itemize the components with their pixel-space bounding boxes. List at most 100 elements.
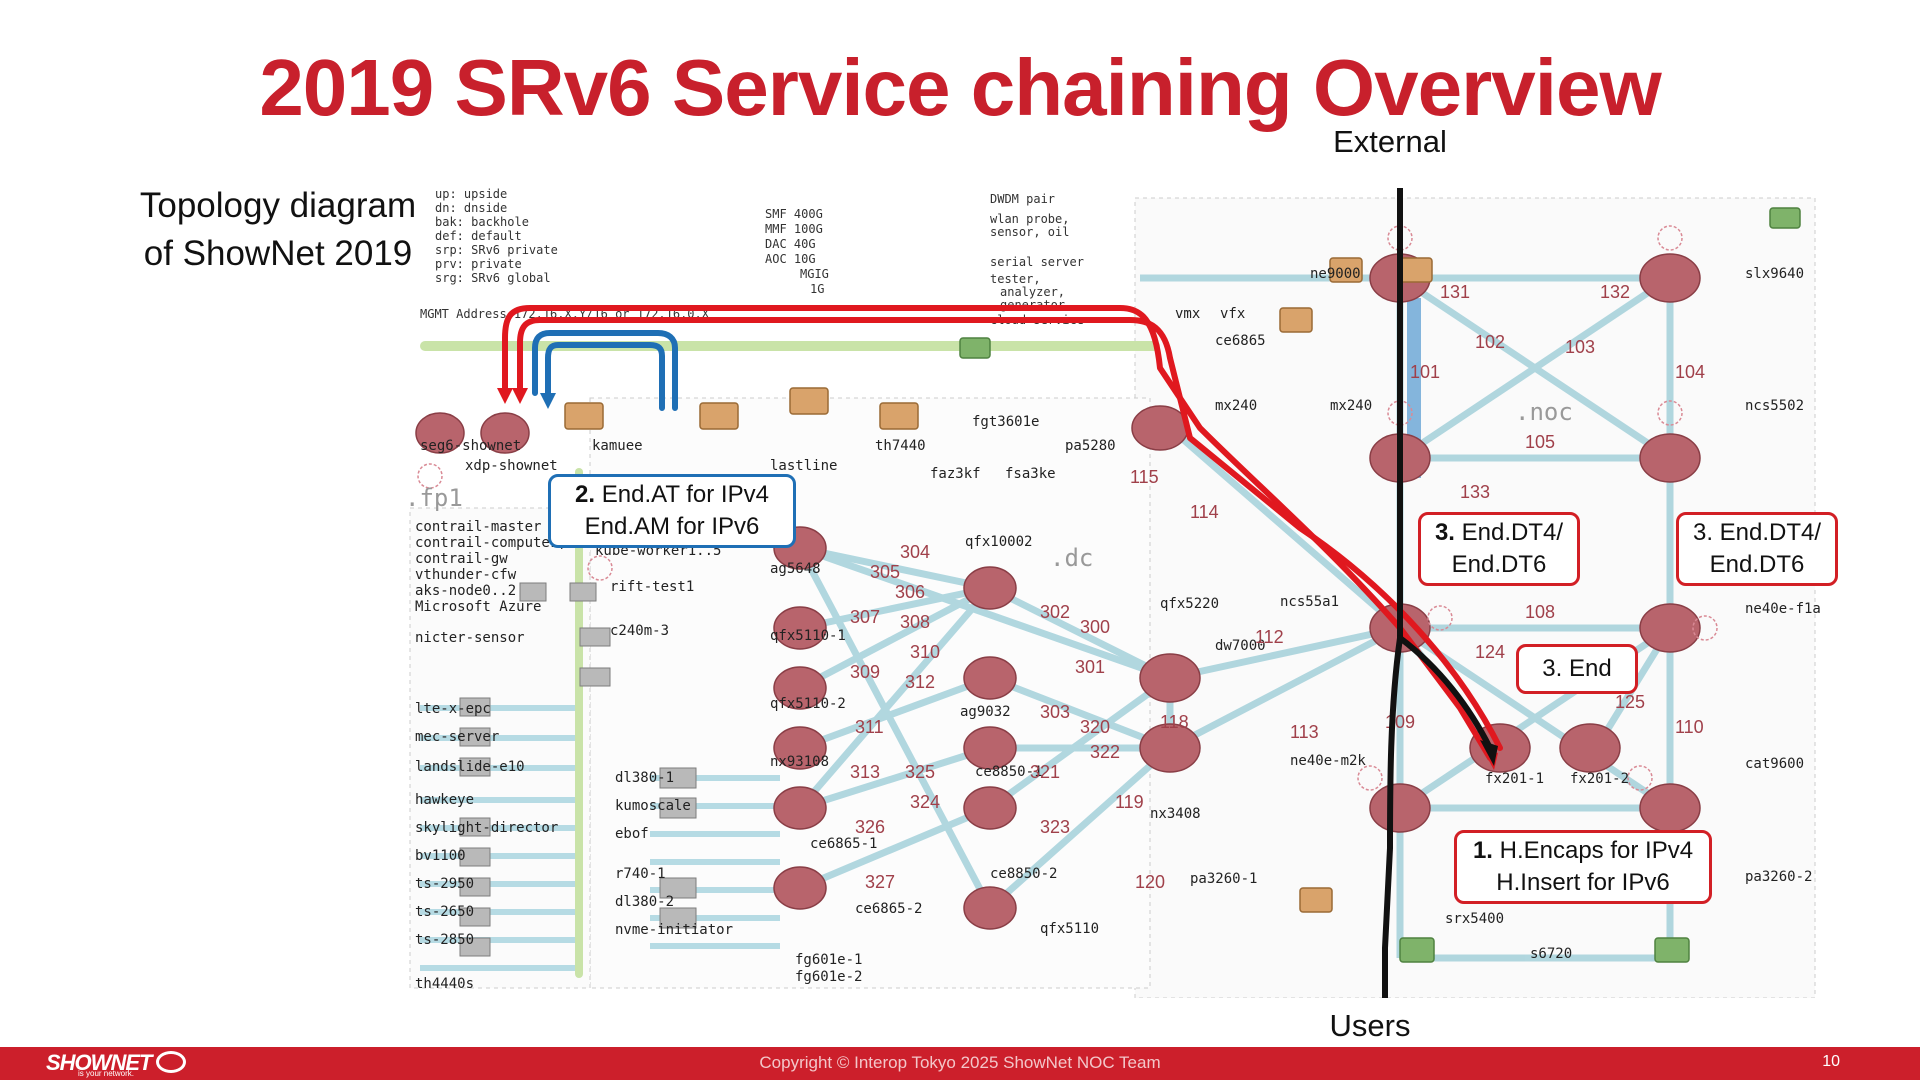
callout-end-dt-b-line1: 3. End.DT4/ (1692, 519, 1822, 546)
svg-text:vfx: vfx (1220, 306, 1245, 322)
svg-text:fsa3ke: fsa3ke (1005, 466, 1056, 482)
svg-text:ts-2650: ts-2650 (415, 904, 474, 920)
svg-text:MGIG: MGIG (800, 267, 829, 281)
svg-text:prv: private: prv: private (435, 257, 522, 271)
svg-text:125: 125 (1615, 692, 1645, 712)
svg-text:c240m-3: c240m-3 (610, 623, 669, 639)
svg-text:faz3kf: faz3kf (930, 466, 981, 482)
svg-text:112: 112 (1255, 627, 1284, 647)
mgmt-rail (420, 341, 1160, 351)
svg-text:321: 321 (1030, 762, 1060, 782)
servers (459, 582, 697, 957)
svg-text:mx240: mx240 (1330, 398, 1372, 414)
svg-text:bak: backhole: bak: backhole (435, 215, 529, 229)
topology-caption-line1: Topology diagram (139, 186, 417, 225)
page-number: 10 (1822, 1053, 1840, 1070)
svg-text:aks-node0..2: aks-node0..2 (415, 583, 516, 599)
zone-fp1 (409, 507, 591, 989)
svg-text:ebof: ebof (615, 826, 649, 842)
node-labels: seg6-shownet xdp-shownet kamuee lastline… (415, 266, 1820, 992)
svg-text:.noc: .noc (1515, 398, 1573, 426)
svg-text:seg6-shownet: seg6-shownet (420, 438, 521, 454)
svg-text:hawkeye: hawkeye (415, 792, 474, 808)
switches (959, 207, 1801, 963)
svg-text:ncs55a1: ncs55a1 (1280, 594, 1339, 610)
svg-text:ce8850-1: ce8850-1 (975, 764, 1042, 780)
svg-text:kumoscale: kumoscale (615, 798, 691, 814)
black-arrowhead-down (1480, 740, 1498, 766)
svg-text:131: 131 (1440, 282, 1470, 302)
svg-text:MMF 100G: MMF 100G (765, 222, 823, 236)
svg-text:dl380-2: dl380-2 (615, 894, 674, 910)
svg-text:cat9600: cat9600 (1745, 756, 1804, 772)
svg-text:118: 118 (1160, 712, 1189, 732)
svg-text:325: 325 (905, 762, 935, 782)
svg-text:305: 305 (870, 562, 900, 582)
svg-text:105: 105 (1525, 432, 1555, 452)
svg-text:wlan probe,: wlan probe, (990, 212, 1069, 226)
black-path (1382, 188, 1493, 998)
blue-arrowhead (540, 393, 556, 409)
svg-text:307: 307 (850, 607, 880, 627)
svg-text:115: 115 (1130, 467, 1159, 487)
svg-text:309: 309 (850, 662, 880, 682)
svg-text:311: 311 (855, 717, 884, 737)
svg-text:fgt3601e: fgt3601e (972, 414, 1039, 430)
svg-text:srx5400: srx5400 (1445, 911, 1504, 927)
svg-text:ncs5502: ncs5502 (1745, 398, 1804, 414)
callout-end-dt-a: 3. End.DT4/ End.DT6 (1418, 512, 1580, 586)
svg-text:132: 132 (1600, 282, 1630, 302)
svg-text:DAC 40G: DAC 40G (765, 237, 816, 251)
svg-text:322: 322 (1090, 742, 1120, 762)
svg-text:fx201-2: fx201-2 (1570, 771, 1629, 787)
callout-end-text: 3. End (1542, 655, 1612, 682)
svg-text:ne40e-f1a: ne40e-f1a (1745, 601, 1820, 617)
callout-end-dt-b: 3. End.DT4/ End.DT6 (1676, 512, 1838, 586)
svg-text:ce8850-2: ce8850-2 (990, 866, 1057, 882)
svg-text:lastline: lastline (770, 458, 837, 474)
external-label: External (1333, 124, 1447, 159)
svg-text:def: default: def: default (435, 229, 522, 243)
svg-text:302: 302 (1040, 602, 1070, 622)
svg-text:300: 300 (1080, 617, 1110, 637)
svg-text:120: 120 (1135, 872, 1165, 892)
callout-end-at-line2: End.AM for IPv6 (584, 513, 760, 540)
svg-text:sensor, oil: sensor, oil (990, 225, 1069, 239)
svg-text:contrail-master: contrail-master (415, 519, 541, 535)
svg-text:104: 104 (1675, 362, 1705, 382)
callout-end-dt-b-line2: End.DT6 (1709, 551, 1805, 578)
svg-text:103: 103 (1565, 337, 1595, 357)
server-links (420, 705, 780, 971)
svg-text:ne9000: ne9000 (1310, 266, 1361, 282)
svg-text:up: upside: up: upside (435, 188, 507, 201)
svg-text:326: 326 (855, 817, 885, 837)
svg-text:vmx: vmx (1175, 306, 1200, 322)
appliances (564, 257, 1433, 913)
callout-h-encaps-line1: H.Encaps for IPv4 (1499, 837, 1694, 864)
callout-end: 3. End (1516, 644, 1638, 694)
svg-text:nicter-sensor: nicter-sensor (415, 630, 525, 646)
svg-text:contrail-compute1,2: contrail-compute1,2 (415, 535, 575, 551)
svg-text:ts-2950: ts-2950 (415, 876, 474, 892)
svg-text:vthunder-cfw: vthunder-cfw (415, 567, 517, 583)
area-labels: .fp1 .dc .noc (405, 398, 1573, 572)
svg-text:ce6865-1: ce6865-1 (810, 836, 877, 852)
svg-text:landslide-e10: landslide-e10 (415, 759, 525, 775)
svg-text:dl380-1: dl380-1 (615, 770, 674, 786)
callout-h-encaps: 1. H.Encaps for IPv4 H.Insert for IPv6 (1454, 830, 1712, 904)
svg-text:mx240: mx240 (1215, 398, 1257, 414)
svg-text:.fp1: .fp1 (405, 484, 463, 512)
svg-text:DWDM pair: DWDM pair (990, 192, 1055, 206)
svg-text:pa3260-2: pa3260-2 (1745, 869, 1812, 885)
callout-h-encaps-num: 1. (1472, 837, 1493, 864)
svg-text:124: 124 (1475, 642, 1505, 662)
svg-text:dn: dnside: dn: dnside (435, 201, 507, 215)
callout-end-dt-a-line2: End.DT6 (1451, 551, 1547, 578)
svg-text:rift-test1: rift-test1 (610, 579, 694, 595)
svg-text:fg601e-2: fg601e-2 (795, 969, 862, 985)
topology-caption-line2: of ShowNet 2019 (143, 234, 413, 273)
svg-text:AOC 10G: AOC 10G (765, 252, 816, 266)
link-numbers: 101 102 103 104 105 108 109 110 112 113 … (850, 282, 1705, 892)
svg-text:ce6865-2: ce6865-2 (855, 901, 922, 917)
svg-text:pa5280: pa5280 (1065, 438, 1116, 454)
